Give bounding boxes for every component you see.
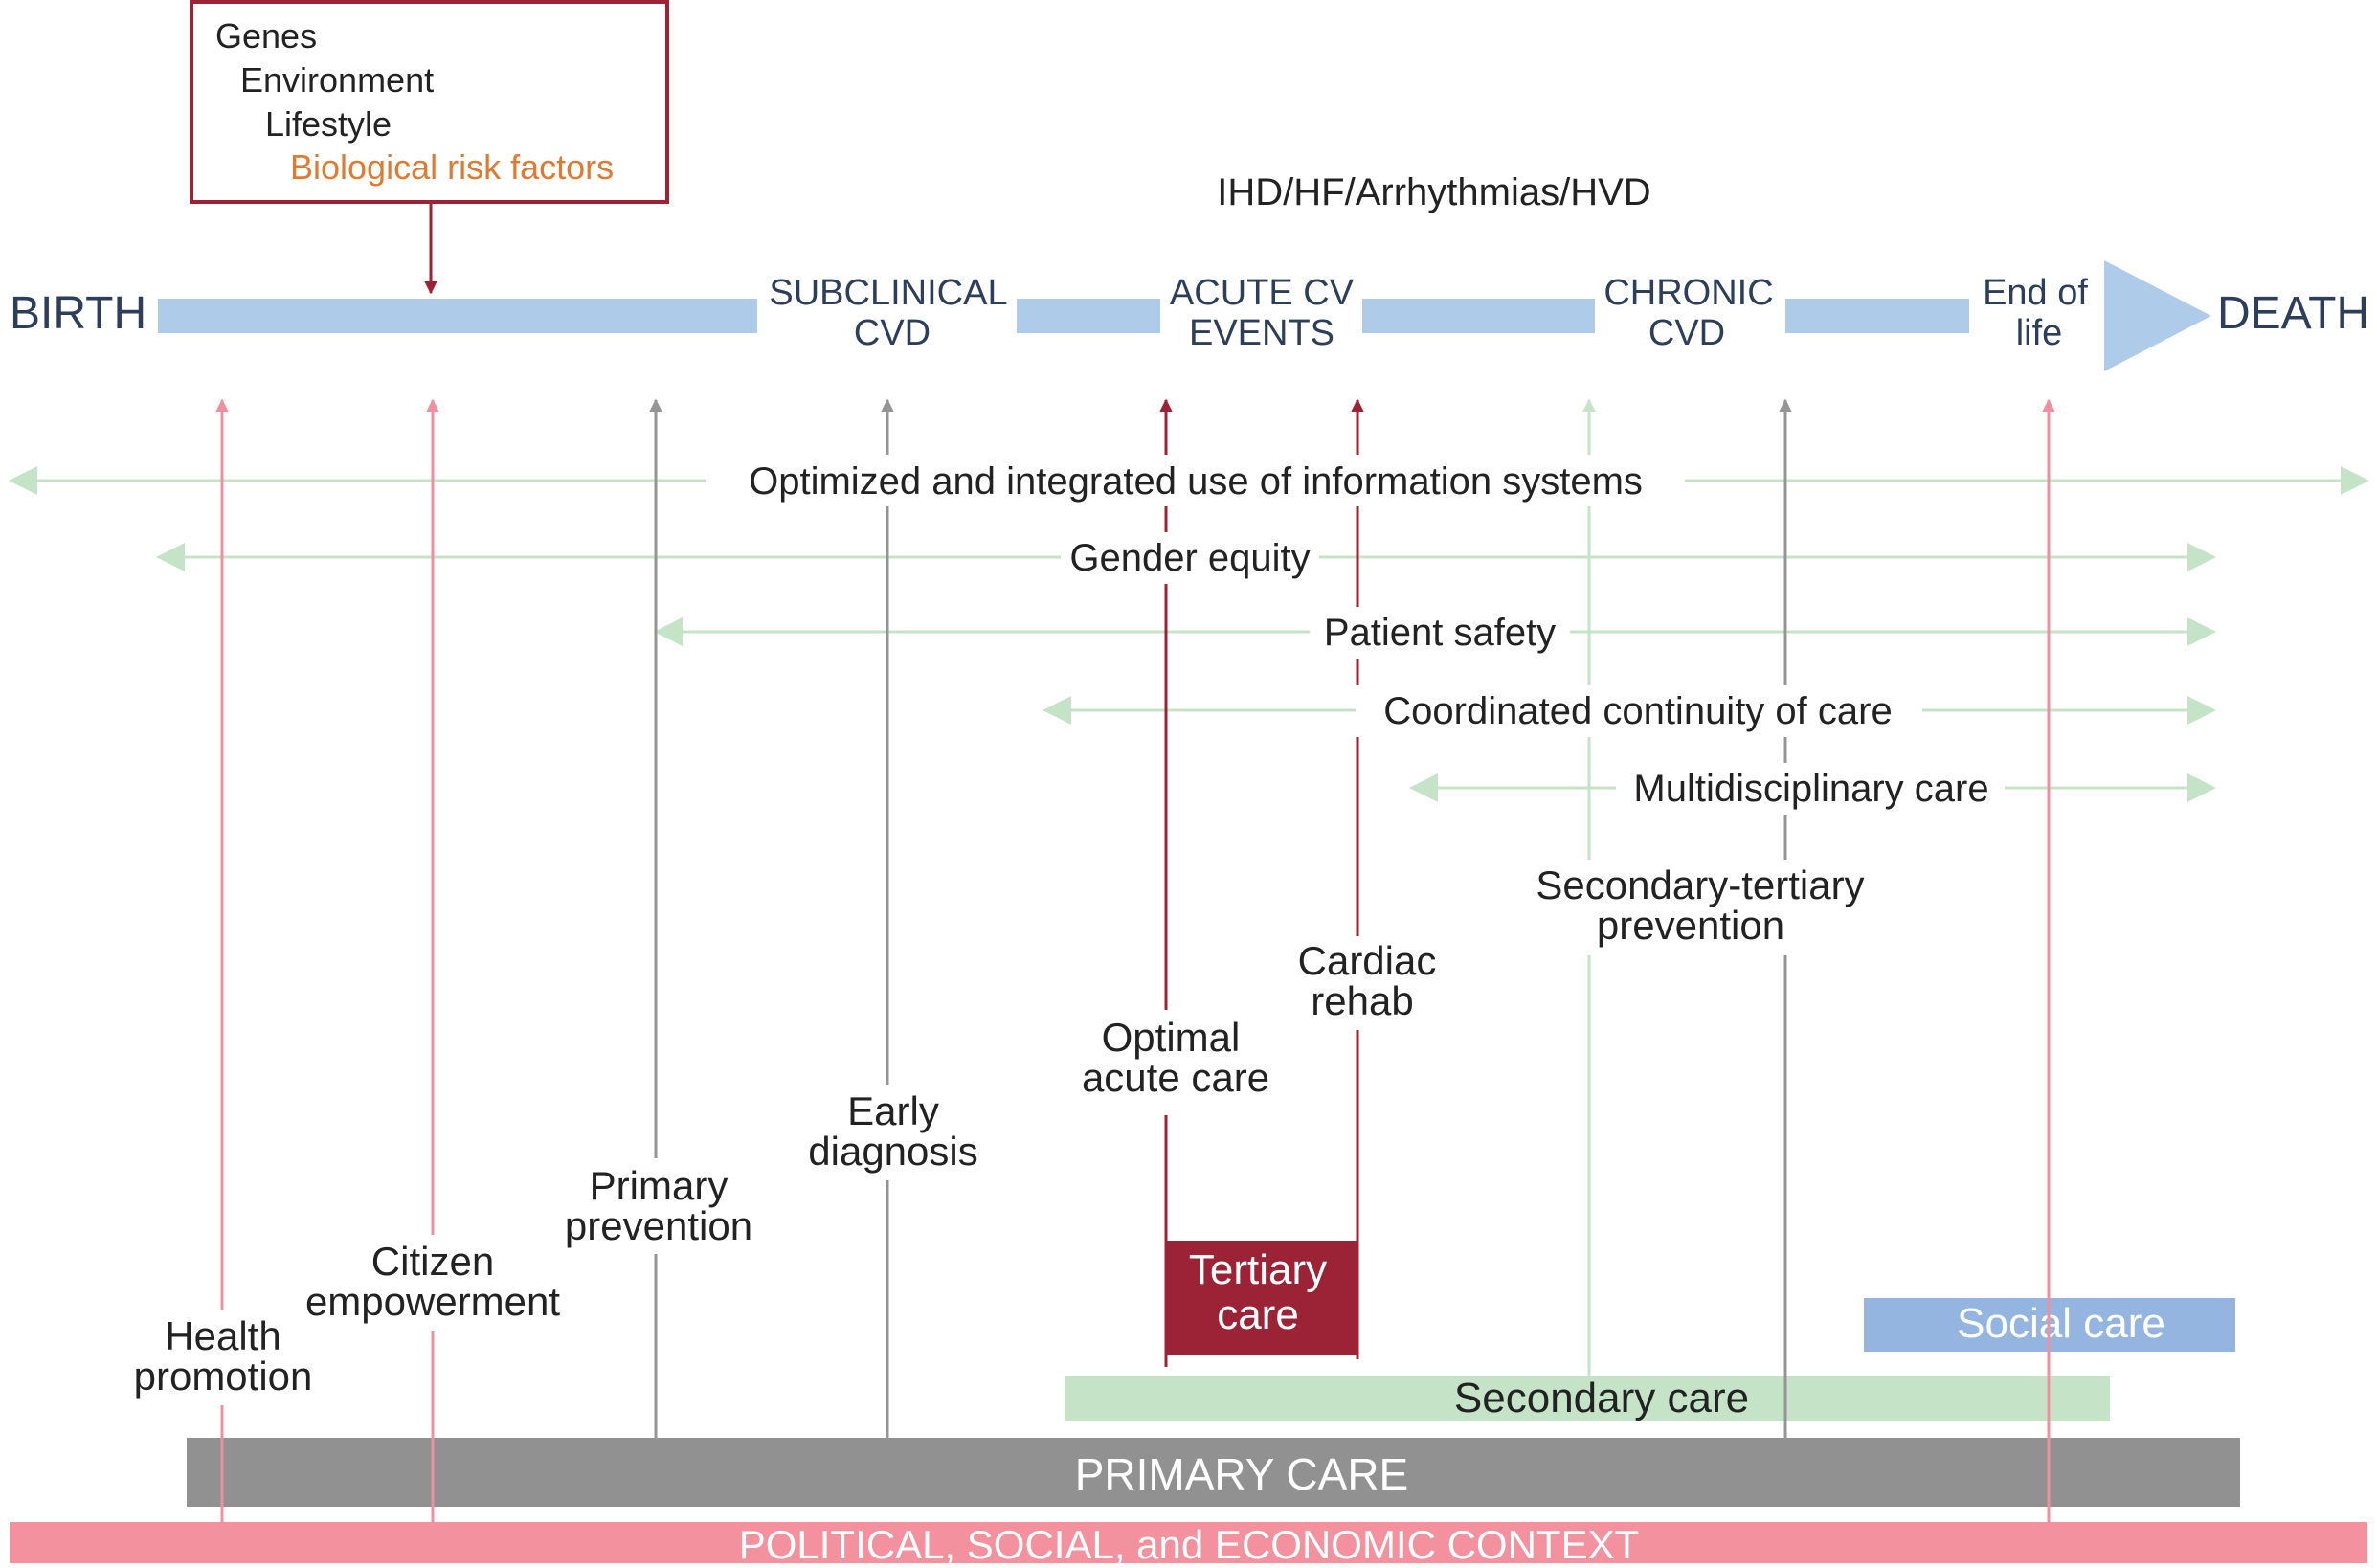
timeline-bar-1 <box>158 299 757 333</box>
social-care-label: Social care <box>1957 1300 2165 1347</box>
health-promotion-label-line2: promotion <box>134 1354 313 1399</box>
secondary-care-bar <box>1065 1376 2110 1421</box>
stage-subclinical-line1: SUBCLINICAL <box>769 273 1007 313</box>
stage-subclinical-line2: CVD <box>854 313 931 353</box>
risk-factor-genes: Genes <box>215 16 317 56</box>
context-label: POLITICAL, SOCIAL, and ECONOMIC CONTEXT <box>739 1522 1640 1563</box>
early-diagnosis-label-line1: Early <box>847 1088 939 1133</box>
context-bar <box>10 1522 2367 1563</box>
stage-chronic-line1: CHRONIC <box>1603 273 1773 313</box>
primary-care-label: PRIMARY CARE <box>1075 1449 1409 1499</box>
tertiary-care-label-line1: Tertiary <box>1189 1246 1327 1293</box>
primary-prevention-label-line1: Primary <box>590 1163 729 1208</box>
disease-header: IHD/HF/Arrhythmias/HVD <box>1217 171 1650 213</box>
birth-label: BIRTH <box>10 288 146 339</box>
health-promotion-label-line1: Health <box>165 1313 280 1358</box>
secondary-care-label: Secondary care <box>1454 1375 1749 1422</box>
cardiac-rehab-label-line2: rehab <box>1311 978 1413 1023</box>
cardiac-rehab-label-line1: Cardiac <box>1298 938 1437 983</box>
early-diagnosis-label-line2: diagnosis <box>808 1129 977 1174</box>
death-label: DEATH <box>2217 288 2369 339</box>
timeline-arrowhead <box>2104 260 2211 371</box>
risk-factor-environment: Environment <box>240 60 434 100</box>
citizen-empowerment-label-line2: empowerment <box>305 1279 560 1324</box>
secondary-tertiary-prevention-label-line1: Secondary-tertiary <box>1536 862 1864 907</box>
info-systems-label: Optimized and integrated use of informat… <box>749 460 1643 503</box>
citizen-empowerment-label-line1: Citizen <box>371 1239 494 1284</box>
stage-acute-line2: EVENTS <box>1189 313 1334 353</box>
continuity-of-care-label: Coordinated continuity of care <box>1383 690 1892 732</box>
risk-factors-box <box>190 0 669 204</box>
stage-chronic-line2: CVD <box>1648 313 1725 353</box>
primary-care-bar <box>187 1438 2240 1507</box>
timeline-bar-3 <box>1362 299 1595 333</box>
optimal-acute-care-label-line1: Optimal <box>1102 1015 1241 1060</box>
risk-factor-lifestyle: Lifestyle <box>265 104 392 144</box>
stage-end-of-life-line2: life <box>2016 313 2063 353</box>
tertiary-care-label-line2: care <box>1217 1291 1299 1338</box>
primary-prevention-label-line2: prevention <box>565 1203 752 1248</box>
timeline-bar-4 <box>1785 299 1969 333</box>
multidisciplinary-care-label: Multidisciplinary care <box>1633 768 1988 810</box>
secondary-tertiary-prevention-label-line2: prevention <box>1597 903 1784 948</box>
stage-acute-line1: ACUTE CV <box>1170 273 1355 313</box>
stage-end-of-life-line1: End of <box>1983 273 2088 313</box>
tertiary-care-box <box>1166 1241 1357 1355</box>
risk-factor-biological: Biological risk factors <box>290 147 614 187</box>
patient-safety-label: Patient safety <box>1324 612 1556 654</box>
gender-equity-label: Gender equity <box>1069 537 1310 579</box>
timeline-bar-2 <box>1017 299 1160 333</box>
optimal-acute-care-label-line2: acute care <box>1082 1055 1269 1100</box>
